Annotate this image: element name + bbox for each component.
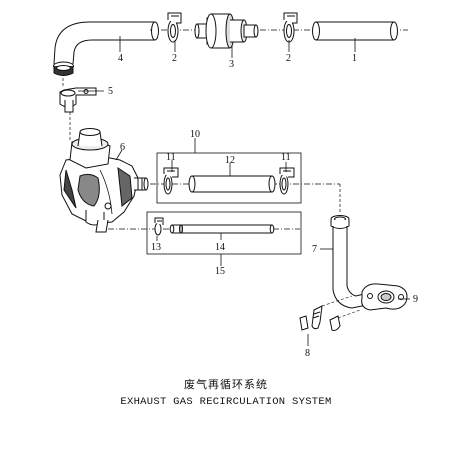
part-8-stud-right — [329, 309, 361, 331]
group-box-15 — [146, 211, 302, 255]
part-1-straight-hose — [312, 21, 398, 41]
callout-5: 5 — [108, 86, 113, 97]
callout-14: 14 — [215, 242, 225, 253]
part-11-clamp-left — [163, 167, 179, 195]
part-4-bent-hose — [53, 21, 159, 76]
part-2-hose-clamp-right — [283, 12, 298, 43]
part-8-stud-left — [311, 295, 353, 330]
part-13-small-clamp — [154, 217, 164, 236]
part-5-clamp-bracket — [59, 87, 97, 113]
callout-1: 1 — [352, 53, 357, 64]
callout-labels: 4 2 3 2 1 5 6 10 11 12 11 13 14 15 7 9 8 — [108, 53, 418, 359]
part-2-hose-clamp-left — [167, 12, 182, 43]
caption-chinese: 废气再循环系统 — [184, 378, 268, 391]
callout-7: 7 — [312, 244, 317, 255]
callout-10: 10 — [190, 129, 200, 140]
callout-2-left: 2 — [172, 53, 177, 64]
callout-15: 15 — [215, 266, 225, 277]
callout-4: 4 — [118, 53, 123, 64]
part-14-small-hose — [169, 224, 275, 234]
part-7-egr-tube — [330, 215, 373, 309]
part-8-nut — [299, 315, 309, 331]
part-11-clamp-right — [279, 167, 295, 195]
callout-11-right: 11 — [281, 152, 291, 163]
group-box-10 — [156, 152, 302, 204]
callout-12: 12 — [225, 155, 235, 166]
callout-13: 13 — [151, 242, 161, 253]
part-3-egr-valve — [194, 13, 259, 49]
part-9-flange — [361, 283, 408, 311]
callout-8: 8 — [305, 348, 310, 359]
callout-6: 6 — [120, 142, 125, 153]
caption-english: EXHAUST GAS RECIRCULATION SYSTEM — [120, 396, 332, 408]
callout-11-left: 11 — [166, 152, 176, 163]
leader-lines — [78, 36, 410, 346]
callout-3: 3 — [229, 59, 234, 70]
callout-9: 9 — [413, 294, 418, 305]
part-12-hose — [188, 175, 276, 193]
part-6-egr-housing — [59, 128, 149, 233]
callout-2-right: 2 — [286, 53, 291, 64]
